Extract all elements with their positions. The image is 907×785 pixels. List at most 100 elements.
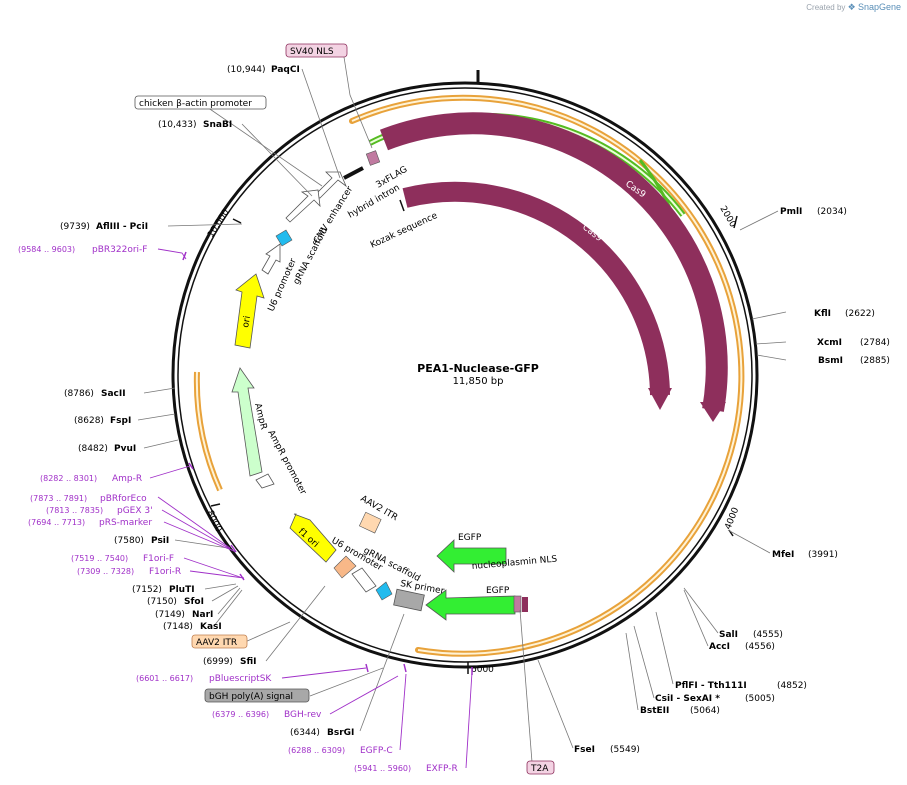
site-kfli-name[interactable]: KflI <box>814 309 831 319</box>
grna-scaffold-1-feature[interactable] <box>275 229 293 247</box>
site-kasi-name[interactable]: KasI <box>200 622 222 632</box>
kozak-feature <box>399 199 405 212</box>
site-acci-name[interactable]: AccI <box>709 642 730 652</box>
chicken-actin-box[interactable] <box>134 95 267 110</box>
site-aflIII-name[interactable]: AflIII - PciI <box>96 222 148 232</box>
left-leader-lines <box>137 56 405 732</box>
primer-egfpc-range: (6288 .. 6309) <box>288 746 345 755</box>
u6-promoter-2-arrowhead <box>333 555 357 579</box>
site-pluti-pos: (7152) <box>132 585 162 595</box>
cas9-outer-arc[interactable] <box>380 112 728 412</box>
sv40-nls-feature[interactable] <box>365 150 381 166</box>
site-fsei-name[interactable]: FseI <box>574 745 595 755</box>
site-fspi-pos: (8628) <box>74 416 104 426</box>
site-snabi-name[interactable]: SnaBI <box>203 120 232 130</box>
primer-pbr322ori-name[interactable]: pBR322ori-F <box>92 245 147 255</box>
primer-ampr-name[interactable]: Amp-R <box>112 474 142 484</box>
site-sacii-pos: (8786) <box>64 389 94 399</box>
site-mfei-name[interactable]: MfeI <box>772 550 794 560</box>
site-pmli-name[interactable]: PmlI <box>780 207 802 217</box>
site-bsmi-name[interactable]: BsmI <box>818 356 843 366</box>
grna-scaffold-1-label: gRNA scaffold <box>292 226 330 286</box>
cas9-inner-arrowhead <box>648 388 672 410</box>
ampr-promoter-feature[interactable] <box>255 473 275 489</box>
site-sfii-pos: (6999) <box>203 657 233 667</box>
primer-pgex3-name[interactable]: pGEX 3' <box>117 506 153 516</box>
primer-f1orif-name[interactable]: F1ori-F <box>143 554 174 564</box>
site-nari-name[interactable]: NarI <box>192 610 213 620</box>
tick-8000-label: 8000 <box>204 509 223 534</box>
site-aflIII-pos: (9739) <box>60 222 90 232</box>
egfp-upper-feature[interactable] <box>436 539 507 573</box>
u6-promoter-1-feature[interactable] <box>261 243 281 275</box>
site-sacii-name[interactable]: SacII <box>101 389 126 399</box>
right-site-labels: PmlI (2034) KflI (2622) XcmI (2784) BsmI… <box>574 207 890 755</box>
site-sfii-name[interactable]: SfiI <box>240 657 257 667</box>
watermark-prefix: Created by <box>806 3 846 12</box>
ori-feature[interactable] <box>234 273 265 349</box>
primer-bghrev-name[interactable]: BGH-rev <box>284 710 322 720</box>
t2a-feature[interactable] <box>522 597 528 612</box>
site-pmli-pos: (2034) <box>817 207 847 217</box>
tick-10000-mark <box>232 218 242 224</box>
site-csii-name[interactable]: CsiI - SexAI * <box>655 694 720 704</box>
primer-pbluescriptsk-name[interactable]: pBluescriptSK <box>209 674 272 684</box>
primer-f1orir-range: (7309 .. 7328) <box>77 567 134 576</box>
site-psii-name[interactable]: PsiI <box>151 536 169 546</box>
nucleoplasmin-feature[interactable] <box>513 595 522 613</box>
egfp-lower-label: EGFP <box>486 586 510 596</box>
plasmid-length: 11,850 bp <box>453 376 504 387</box>
site-pflfi-name[interactable]: PflFI - Tth111I <box>675 681 747 691</box>
site-xcmi-pos: (2784) <box>860 338 890 348</box>
right-leader-lines <box>519 210 787 763</box>
tick-4000-label: 4000 <box>724 506 742 531</box>
orange-track-left <box>193 371 223 492</box>
bgh-polya-feature[interactable] <box>393 588 425 612</box>
site-psii-pos: (7580) <box>114 536 144 546</box>
tick-10000-label: 10,000 <box>206 208 232 240</box>
ampr-feature[interactable] <box>231 367 263 477</box>
aav2-itr-box[interactable] <box>191 634 248 649</box>
site-sfoi-name[interactable]: SfoI <box>184 597 204 607</box>
site-sali-name[interactable]: SalI <box>719 630 738 640</box>
u6-promoter-2-feature[interactable] <box>351 567 377 593</box>
sv40-nls-box[interactable] <box>285 43 348 58</box>
primer-f1orir-name[interactable]: F1ori-R <box>149 567 181 577</box>
site-xcmi-name[interactable]: XcmI <box>817 338 842 348</box>
primer-exfpr-name[interactable]: EXFP-R <box>426 764 458 774</box>
tick-8000-mark <box>210 503 221 507</box>
primer-egfpc-name[interactable]: EGFP-C <box>360 746 393 756</box>
snapgene-logo-icon: ❖ <box>847 2 856 12</box>
aav2-itr-inner-feature[interactable] <box>358 511 382 534</box>
left-site-labels: (10,944) PaqCI (10,433) SnaBI (9739) Afl… <box>60 65 354 738</box>
site-pluti-name[interactable]: PluTI <box>169 585 195 595</box>
primer-pbrforeco-name[interactable]: pBRforEco <box>100 494 147 504</box>
hybrid-intron-label: hybrid intron <box>347 183 402 221</box>
grna-scaffold-2-feature[interactable] <box>375 581 393 601</box>
site-bsteii-pos: (5064) <box>690 706 720 716</box>
primer-pbluescriptsk-range: (6601 .. 6617) <box>136 674 193 683</box>
site-fspi-name[interactable]: FspI <box>110 416 131 426</box>
f1-ori-feature[interactable] <box>289 513 337 563</box>
primer-pbrforeco-range: (7873 .. 7891) <box>30 494 87 503</box>
site-bsteii-name[interactable]: BstEII <box>640 706 669 716</box>
t2a-text: T2A <box>530 764 549 774</box>
tick-2000-mark <box>733 215 738 229</box>
t2a-box[interactable] <box>526 760 555 775</box>
bgh-box[interactable] <box>204 688 310 703</box>
egfp-upper-label: EGFP <box>458 533 482 543</box>
site-pvui-name[interactable]: PvuI <box>114 444 136 454</box>
site-paqci-name[interactable]: PaqCI <box>271 65 300 75</box>
cas9-inner-arc[interactable] <box>402 181 670 396</box>
cmv-enhancer-feature[interactable] <box>285 189 321 223</box>
primer-prsmarker-name[interactable]: pRS-marker <box>99 518 152 528</box>
tick-6000-label: 6000 <box>471 665 494 675</box>
site-bsrgi-name[interactable]: BsrGI <box>327 728 354 738</box>
site-kfli-pos: (2622) <box>845 309 875 319</box>
watermark-brand: SnapGene <box>857 2 901 12</box>
primer-ampr-range: (8282 .. 8301) <box>40 474 97 483</box>
boxed-feature-labels: SV40 NLS chicken β-actin promoter AAV2 I… <box>134 43 555 775</box>
primer-f1orif-range: (7519 .. 7540) <box>71 554 128 563</box>
site-sali-pos: (4555) <box>753 630 783 640</box>
